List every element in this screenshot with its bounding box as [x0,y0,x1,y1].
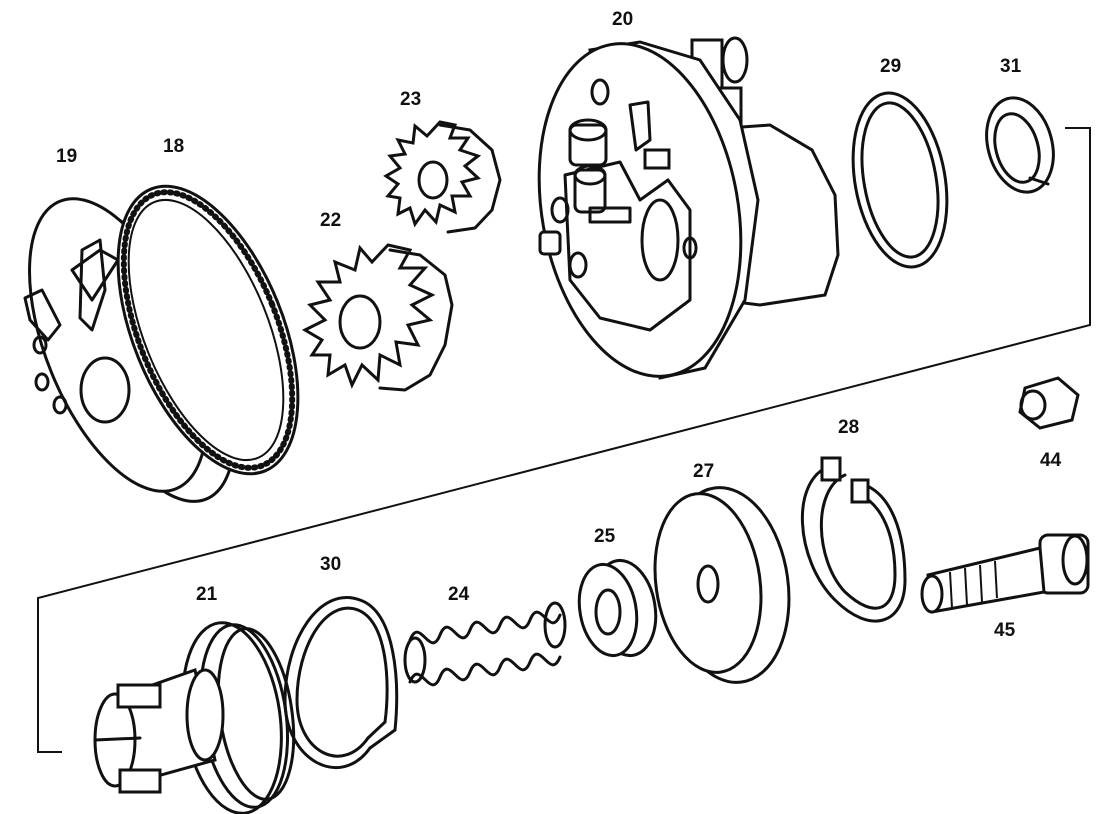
part-45-bolt[interactable] [920,533,1090,614]
assembly-bracket-line [37,127,1091,753]
part-24-spring[interactable] [403,601,567,687]
part-label-20: 20 [612,9,633,30]
part-27-disc[interactable] [644,480,801,691]
part-31-seal-ring[interactable] [977,90,1064,199]
part-20-pump-housing[interactable] [514,28,840,393]
part-label-27: 27 [693,461,714,482]
part-23-small-gear[interactable] [383,120,502,234]
part-25-bushing[interactable] [572,556,662,661]
part-label-23: 23 [400,89,421,110]
part-label-22: 22 [320,210,341,231]
part-label-44: 44 [1040,450,1062,471]
part-30-ring[interactable] [283,596,399,769]
part-28-circlip[interactable] [801,456,907,623]
part-label-31: 31 [1000,56,1022,77]
part-label-24: 24 [448,584,470,605]
part-18-gasket[interactable] [82,161,335,499]
part-label-19: 19 [56,146,77,167]
part-label-30: 30 [320,554,341,575]
part-44-nut[interactable] [1018,376,1080,430]
part-label-18: 18 [163,136,184,157]
part-label-21: 21 [196,584,218,605]
part-label-28: 28 [838,417,859,438]
part-29-snap-ring[interactable] [840,86,959,275]
part-22-large-gear[interactable] [301,243,454,392]
part-label-25: 25 [594,526,616,547]
part-label-29: 29 [880,56,901,77]
part-21-valve-body[interactable] [93,616,304,814]
part-label-45: 45 [994,620,1016,641]
